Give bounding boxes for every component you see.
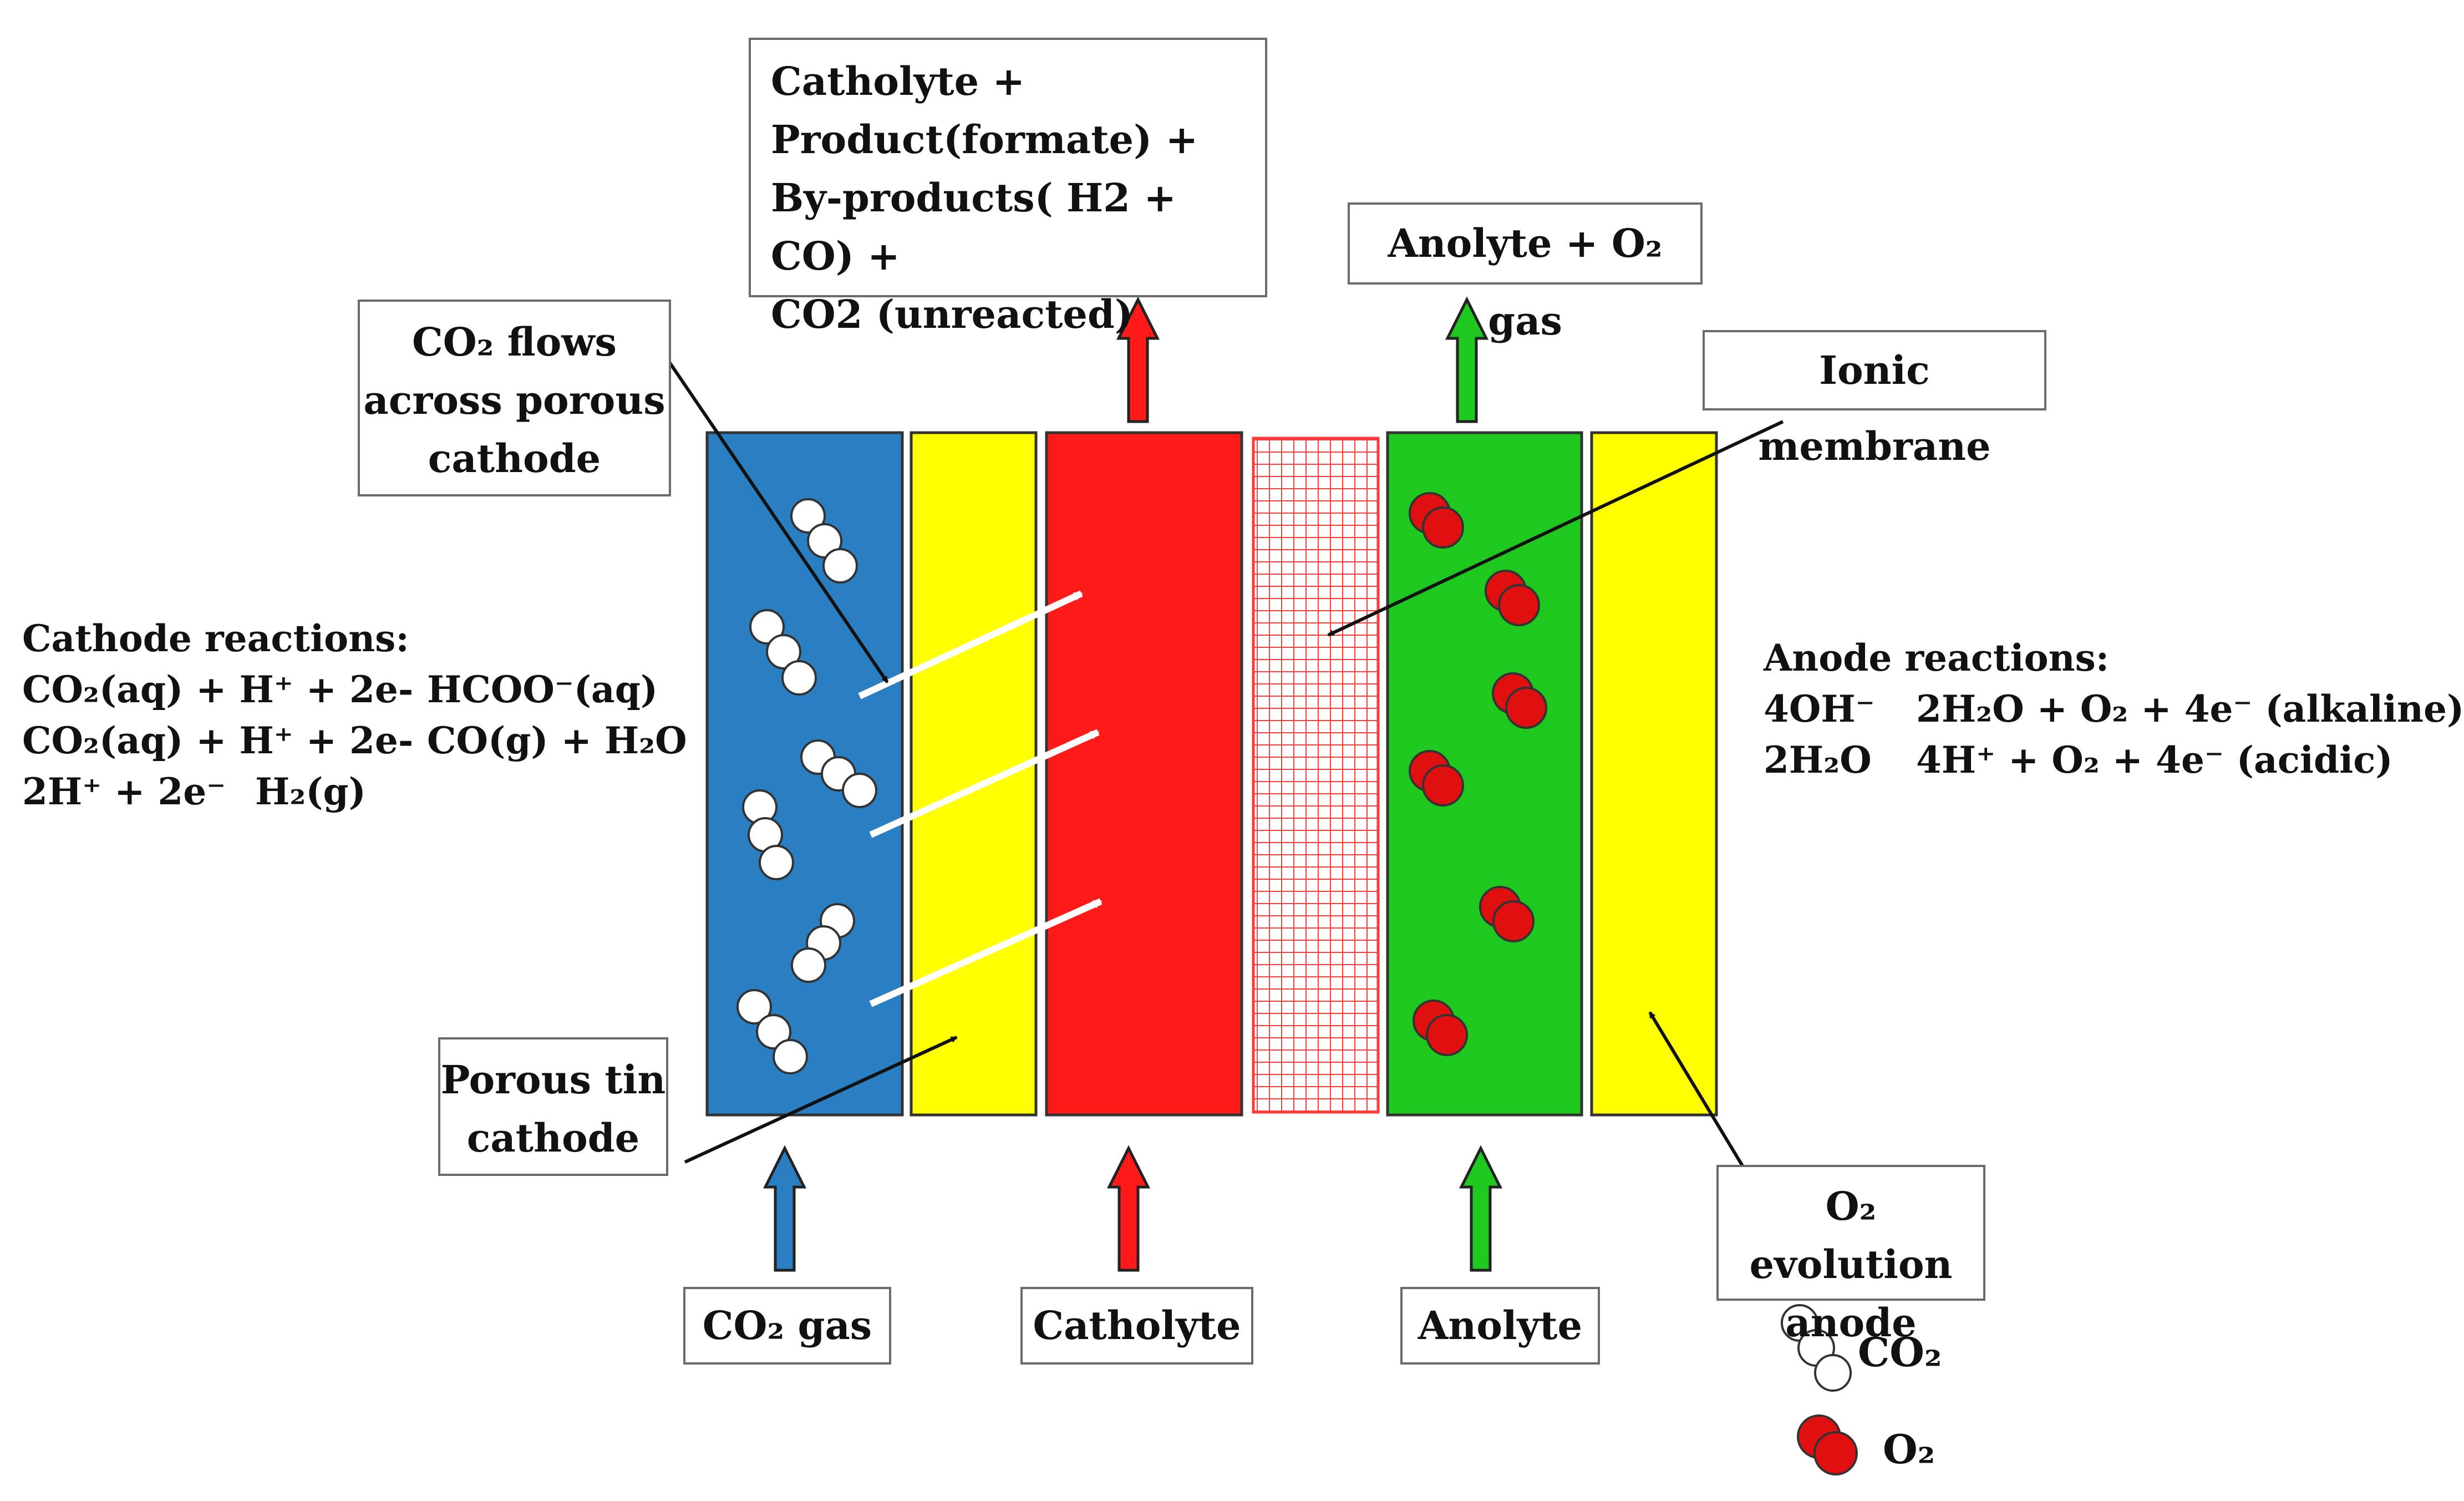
co2-molecule [749,609,817,696]
reaction-reactants: CO₂(aq) + H⁺ + 2e- [22,719,414,762]
inlet-co2-gas-box: CO₂ gas [683,1287,891,1365]
legend-o2-label: O₂ [1883,1426,1935,1473]
anode-layer [1590,431,1718,1117]
reaction-products: 4H⁺ + O₂ + 4e⁻ (acidic) [1916,738,2393,782]
reaction-reactants: 2H⁺ + 2e⁻ [22,770,226,813]
outlet-catholyte-line: By-products( H2 + CO) + [771,175,1176,279]
porous-tin-cathode-box: Porous tin cathode [438,1037,668,1176]
co2-flows-line: CO₂ flows [412,319,617,365]
outlet-catholyte-line: Product(formate) + [771,116,1198,163]
inlet-co2-gas-label: CO₂ gas [702,1302,872,1348]
inlet-catholyte-box: Catholyte [1020,1287,1253,1365]
inlet-anolyte-label: Anolyte [1418,1302,1583,1348]
co2-molecule [790,498,858,584]
reaction-reactants: 4OH⁻ [1764,687,1875,731]
o2-evolution-anode-box: O₂ evolution anode [1716,1165,1985,1346]
anode-reactions: Anode reactions: 4OH⁻ 2H₂O + O₂ + 4e⁻ (a… [1764,632,2464,799]
reaction-products: 2H₂O + O₂ + 4e⁻ (alkaline) [1916,687,2464,731]
reaction-reactants: 2H₂O [1764,738,1872,782]
reaction-products: HCOO⁻(aq) [427,668,658,711]
outlet-anolyte-label: Anolyte + O₂ gas [1388,220,1663,344]
porous-tin-line: cathode [466,1115,640,1161]
cathode-reaction-line: CO₂(aq) + H⁺ + 2e- HCOO⁻(aq) [22,664,799,715]
electrolysis-cell [667,296,1858,1475]
cathode-reactions-title: Cathode reactions: [22,617,409,660]
ionic-membrane-box: Ionic membrane [1703,330,2046,469]
co2-molecule [791,903,855,983]
porous-tin-line: Porous tin [440,1057,666,1103]
catholyte-outlet-box: Catholyte + Product(formate) + By-produc… [749,38,1267,337]
co2-flows-pointer [667,359,889,683]
o2-evolution-line: O₂ evolution [1749,1183,1953,1287]
reaction-products: CO(g) + H₂O [427,719,687,762]
catholyte-layer [1045,431,1243,1117]
cathode-reaction-line: CO₂(aq) + H⁺ + 2e- CO(g) + H₂O [22,715,799,766]
outlet-catholyte-line: Catholyte + [771,58,1025,104]
membrane-pointer [1327,420,1784,637]
ionic-membrane-layer [1252,437,1380,1114]
legend-co2-icon [1781,1304,1852,1392]
co2-molecule [742,789,794,880]
cathode-catalyst-layer [910,431,1038,1117]
o2-evolution-line: anode [1785,1300,1917,1346]
o2-molecule [1409,492,1464,549]
anode-reactions-title: Anode reactions: [1764,636,2110,679]
o2-molecule [1409,750,1464,807]
o2-molecule [1479,886,1535,942]
catholyte-outlet-arrow [1116,296,1160,423]
reaction-reactants: CO₂(aq) + H⁺ + 2e- [22,668,414,711]
ionic-membrane-label: Ionic membrane [1758,347,1991,469]
inlet-catholyte-label: Catholyte [1033,1302,1241,1348]
co2-molecule [800,739,877,808]
o2-molecule [1485,570,1540,626]
co2-flows-box: CO₂ flows across porous cathode [358,300,671,496]
catholyte-inlet-arrow [1106,1145,1151,1272]
cathode-reaction-line: 2H⁺ + 2e⁻ H₂(g) [22,766,799,817]
outlet-catholyte-line: CO2 (unreacted) [771,291,1134,337]
co2-flows-line: cathode [428,435,601,481]
o2-molecule [1413,1000,1468,1056]
porous-cathode-pointer [684,1036,958,1164]
co2-flow-arrow [869,898,1103,1007]
anolyte-outlet-arrow [1445,296,1489,423]
co2-molecule [736,989,808,1074]
legend-o2-icon [1797,1414,1858,1475]
reaction-products: H₂(g) [255,770,366,813]
co2-gas-inlet-arrow [763,1145,807,1272]
anode-reaction-line: 4OH⁻ 2H₂O + O₂ + 4e⁻ (alkaline) [1764,683,2464,734]
anolyte-outlet-box: Anolyte + O₂ gas [1348,202,1703,344]
diagram-canvas: Catholyte + Product(formate) + By-produc… [22,38,2464,1475]
anode-reaction-line: 2H₂O 4H⁺ + O₂ + 4e⁻ (acidic) [1764,734,2393,785]
legend-co2-label: CO₂ [1858,1328,1942,1376]
co2-flow-arrow [869,729,1100,838]
inlet-anolyte-box: Anolyte [1400,1287,1600,1365]
anode-pointer [1648,1011,1749,1174]
co2-flows-line: across porous [363,377,665,423]
co2-flow-arrow [858,590,1083,699]
anolyte-inlet-arrow [1459,1145,1503,1272]
o2-molecule [1492,672,1547,729]
cathode-reactions: Cathode reactions: CO₂(aq) + H⁺ + 2e- HC… [22,613,715,824]
